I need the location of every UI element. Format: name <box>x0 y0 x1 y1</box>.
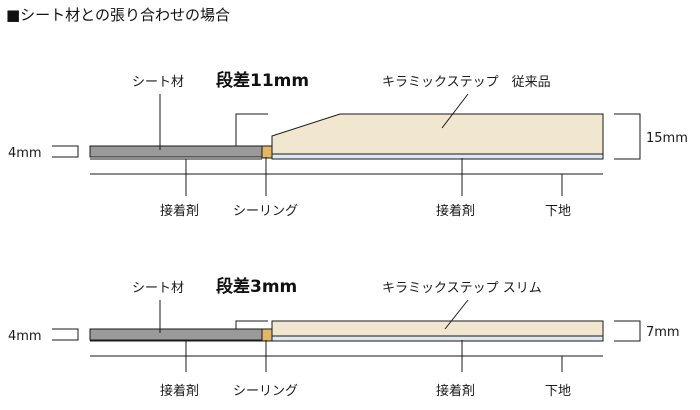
product-leader <box>444 299 469 330</box>
page-heading: ■シート材との張り合わせの場合 <box>6 6 230 24</box>
ceramic-step <box>271 320 604 337</box>
product-thickness-bracket <box>614 113 641 160</box>
substrate-label: 下地 <box>545 204 571 219</box>
product-label: キラミックステップ スリム <box>382 281 542 296</box>
sheet-thickness-bracket <box>52 328 79 341</box>
sheet-thickness-label: 4mm <box>8 146 42 161</box>
adhesive-left-label: 接着剤 <box>160 383 199 399</box>
product-leader <box>441 93 469 129</box>
adhesive-right-label: 接着剤 <box>436 383 475 399</box>
diagram-conventional: 4mm 15mm シート材 段差11mm キラミックステップ 従来品 接着剤 シ… <box>8 70 688 219</box>
sealing <box>261 145 273 159</box>
adhesive-left-label: 接着剤 <box>160 203 199 219</box>
sealing-label: シーリング <box>233 204 298 219</box>
ceramic-step <box>271 113 604 155</box>
sheet-thickness-label: 4mm <box>8 329 42 344</box>
product-thickness-bracket <box>614 320 641 342</box>
product-thickness-label: 7mm <box>646 325 680 340</box>
product-thickness-label: 15mm <box>646 131 688 146</box>
sheet-material-label: シート材 <box>132 75 184 90</box>
adhesive-layer <box>271 153 604 160</box>
diagram-slim: 4mm 7mm シート材 段差3mm キラミックステップ スリム 接着剤 シーリ… <box>8 276 680 399</box>
step-height-marker <box>235 320 268 329</box>
step-title: 段差11mm <box>216 70 309 91</box>
sheet-thickness-bracket <box>52 145 79 158</box>
step-height-marker <box>235 113 268 146</box>
adhesive-right-label: 接着剤 <box>436 203 475 219</box>
sheet-material <box>89 328 263 341</box>
adhesive-layer <box>271 335 604 342</box>
sealing <box>261 328 273 342</box>
substrate-label: 下地 <box>545 384 571 399</box>
product-label: キラミックステップ 従来品 <box>382 75 551 90</box>
sheet-material-label: シート材 <box>132 281 184 296</box>
sheet-material <box>89 145 263 158</box>
sealing-label: シーリング <box>233 384 298 399</box>
step-title: 段差3mm <box>216 276 297 297</box>
